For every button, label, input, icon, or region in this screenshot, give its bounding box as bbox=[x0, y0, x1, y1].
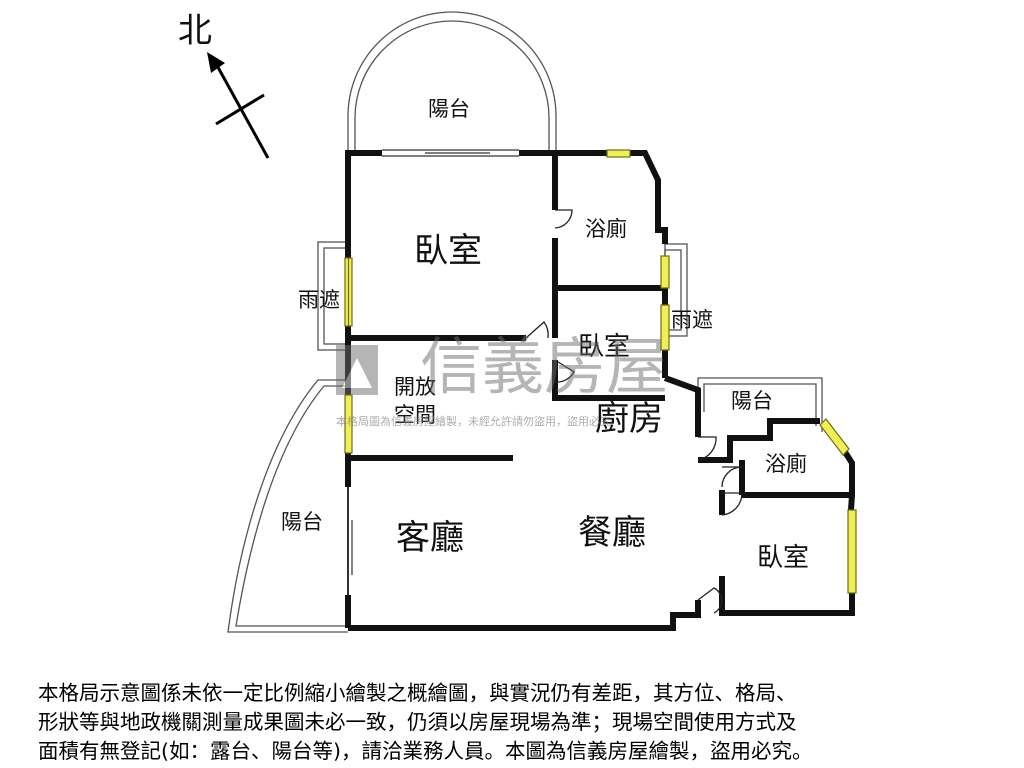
bedroom-right-label: 臥室 bbox=[757, 543, 809, 573]
windows bbox=[344, 149, 857, 594]
watermark-brand: 信義房屋 bbox=[420, 330, 668, 403]
disclaimer-line-1: 本格局示意圖係未依一定比例縮小繪製之概繪圖，與實況仍有差距，其方位、格局、 bbox=[38, 681, 797, 705]
window bbox=[847, 509, 857, 594]
dining-room-label: 餐廳 bbox=[578, 513, 646, 553]
bath-right-label: 浴廁 bbox=[765, 452, 807, 476]
bath-top-label: 浴廁 bbox=[585, 217, 627, 241]
balcony-right-label: 陽台 bbox=[731, 389, 773, 413]
living-room-label: 客廳 bbox=[396, 518, 464, 558]
disclaimer-text: 本格局示意圖係未依一定比例縮小繪製之概繪圖，與實況仍有差距，其方位、格局、 形狀… bbox=[38, 679, 988, 766]
brand-logo bbox=[336, 345, 378, 395]
open-space-label-1: 開放 bbox=[394, 375, 436, 399]
canopy-left-label: 雨遮 bbox=[298, 288, 340, 312]
canopy-right-label: 雨遮 bbox=[671, 308, 713, 332]
walls bbox=[345, 150, 855, 631]
watermark: 信義房屋 本格局圖為信義房屋繪製，未經允許請勿盜用，盜用必究 bbox=[336, 330, 668, 428]
balcony-top-label: 陽台 bbox=[428, 97, 470, 121]
north-compass: 北 bbox=[178, 11, 270, 159]
open-space-label-2: 空間 bbox=[394, 403, 436, 427]
window bbox=[819, 418, 850, 456]
window bbox=[660, 255, 670, 289]
doors bbox=[347, 149, 743, 614]
balcony-outlines bbox=[227, 11, 823, 633]
bedroom-small-label: 臥室 bbox=[578, 332, 630, 362]
room-labels: 陽台 臥室 浴廁 雨遮 雨遮 臥室 開放 空間 廚房 陽台 浴廁 陽台 客廳 餐… bbox=[281, 97, 809, 573]
north-label: 北 bbox=[178, 11, 212, 51]
bedroom-master-label: 臥室 bbox=[414, 231, 482, 271]
watermark-notice: 本格局圖為信義房屋繪製，未經允許請勿盜用，盜用必究 bbox=[336, 414, 611, 428]
disclaimer-line-2: 形狀等與地政機關測量成果圖未必一致，仍須以房屋現場為準；現場空間使用方式及 bbox=[38, 710, 797, 734]
kitchen-label: 廚房 bbox=[595, 399, 663, 439]
disclaimer-line-3: 面積有無登記(如：露台、陽台等)，請洽業務人員。本圖為信義房屋繪製，盜用必究。 bbox=[38, 739, 813, 763]
window bbox=[660, 304, 670, 351]
window bbox=[606, 149, 631, 158]
balcony-left-label: 陽台 bbox=[281, 510, 323, 534]
